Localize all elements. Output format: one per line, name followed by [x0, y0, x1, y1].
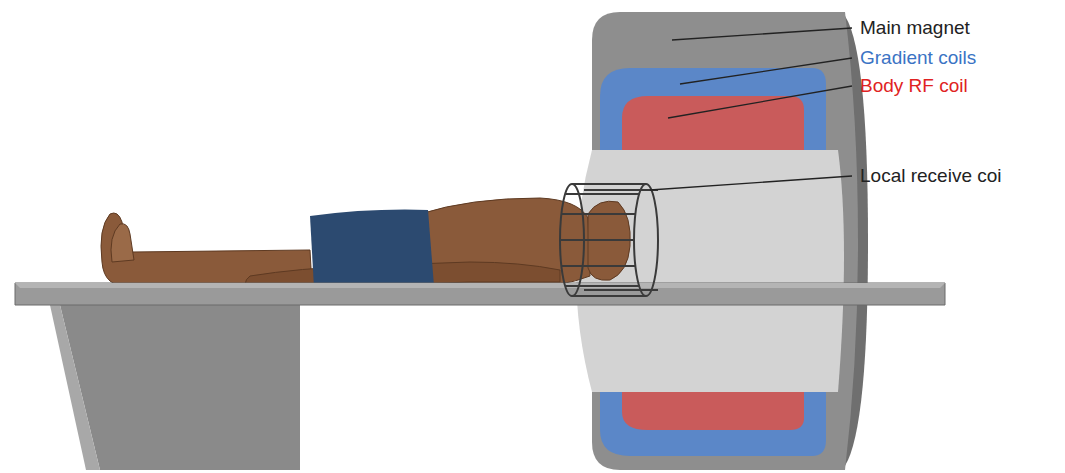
patient-table: [15, 283, 945, 305]
table-pedestal: [60, 305, 300, 470]
part-label: Main magnet: [860, 17, 970, 39]
body-rf-coil-top: [622, 96, 804, 150]
part-label: Local receive coi: [860, 165, 1002, 187]
body-rf-coil-bottom: [622, 392, 804, 430]
gradient-coil-bottom: [600, 392, 826, 456]
part-label: Gradient coils: [860, 47, 976, 69]
table-pedestal-side: [50, 305, 100, 470]
local-receive-coil: [560, 184, 658, 296]
gradient-coil-top: [600, 68, 826, 150]
part-label: Body RF coil: [860, 75, 968, 97]
patient-shorts: [310, 210, 434, 290]
leader-lines: [650, 28, 852, 190]
table-top-edge: [15, 283, 945, 288]
